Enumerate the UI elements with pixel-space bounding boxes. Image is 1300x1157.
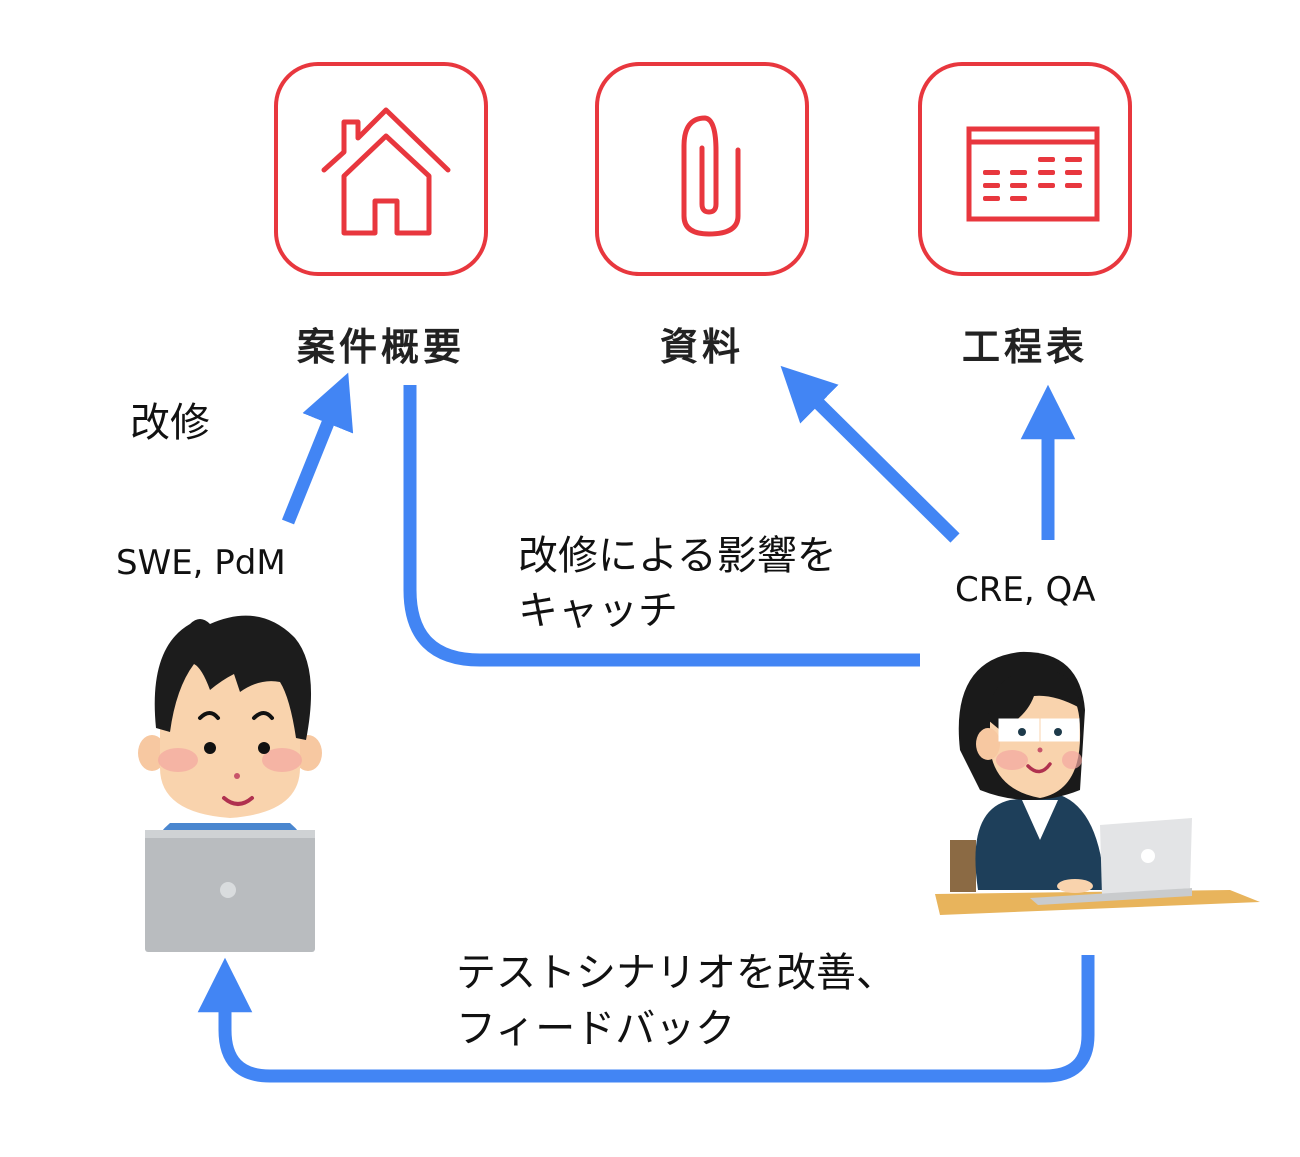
tile-schedule — [918, 62, 1132, 276]
feedback-text-line2: フィードバック — [456, 1006, 736, 1052]
impact-text-line1: 改修による影響を — [518, 533, 837, 579]
role-cre-qa: CRE, QA — [955, 570, 1096, 610]
role-swe-pdm: SWE, PdM — [116, 543, 286, 583]
engineer-illustration — [138, 615, 322, 952]
tile-documents — [595, 62, 809, 276]
arrow-feedback-loop — [197, 955, 1095, 1083]
tile-label-overview: 案件概要 — [296, 325, 465, 369]
tile-label-schedule: 工程表 — [961, 325, 1088, 369]
qa-illustration — [935, 651, 1260, 915]
arrow-swe-to-overview — [281, 372, 354, 525]
label-kaishu: 改修 — [130, 400, 210, 446]
arrow-overview-to-cre-line — [403, 385, 920, 667]
impact-text-line2: キャッチ — [518, 588, 678, 634]
tile-project-overview — [274, 62, 488, 276]
tile-label-documents: 資料 — [659, 325, 744, 369]
paperclip-icon — [681, 115, 741, 237]
schedule-table-icon — [966, 126, 1100, 222]
house-icon — [321, 107, 451, 236]
arrow-cre-to-documents — [780, 365, 960, 543]
feedback-text-line1: テストシナリオを改善、 — [456, 950, 896, 996]
